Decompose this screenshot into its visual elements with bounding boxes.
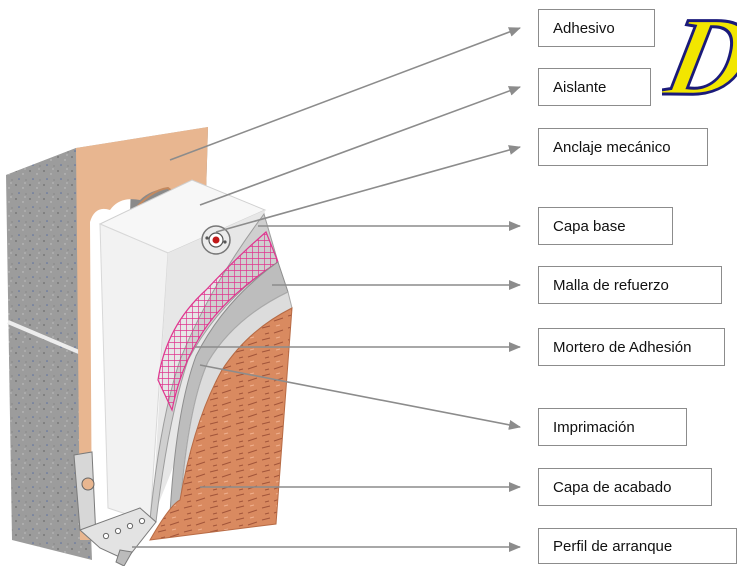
leader-adhesivo (169, 27, 521, 161)
title-wordart: D (662, 2, 737, 102)
starter-profile (73, 451, 157, 566)
concrete-joint (7, 320, 87, 357)
label-adhesivo: Adhesivo (538, 9, 655, 47)
anchor-pin (212, 236, 220, 244)
anchor-hole-b (223, 240, 227, 244)
profile-hole (81, 477, 95, 491)
wordart-svg: D (662, 2, 737, 102)
wordart-text: D (662, 2, 737, 102)
label-malla-de-refuerzo: Malla de refuerzo (538, 266, 722, 304)
profile-hole (114, 527, 122, 535)
leader-arrows (132, 27, 521, 552)
label-aislante: Aislante (538, 68, 651, 106)
concrete-front (6, 148, 92, 560)
label-capa-base: Capa base (538, 207, 673, 245)
label-perfil-de-arranque: Perfil de arranque (538, 528, 737, 564)
label-imprimacion: Imprimación (538, 408, 687, 446)
label-capa-de-acabado: Capa de acabado (538, 468, 712, 506)
profile-hole (126, 522, 134, 530)
profile-drip (115, 549, 133, 566)
profile-hole (138, 517, 146, 525)
mechanical-anchor (201, 225, 231, 255)
label-anclaje-mecanico: Anclaje mecánico (538, 128, 708, 166)
leader-aislante (199, 86, 521, 206)
leader-anclaje (215, 145, 521, 233)
mesh-net (157, 230, 279, 412)
profile-hole (102, 532, 110, 540)
leader-imprimacion (199, 364, 521, 430)
label-mortero-de-adhesion: Mortero de Adhesión (538, 328, 725, 366)
finish-coat (149, 307, 293, 541)
reinforcement-mesh (157, 230, 279, 412)
anchor-hole-a (205, 236, 209, 240)
finish-face (149, 307, 293, 541)
